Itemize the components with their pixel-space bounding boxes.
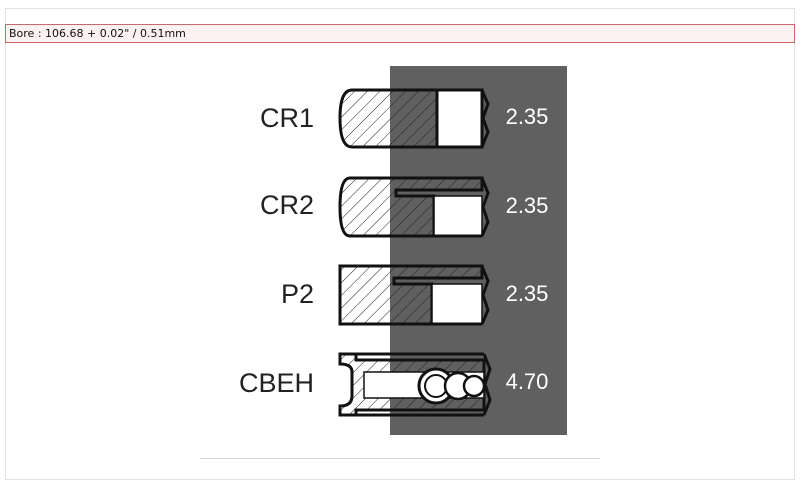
ring-label: CR1 [260, 103, 314, 133]
ring-row-cbeh: CBEH 4.70 [239, 352, 549, 417]
ring-row-cr2: CR2 2.35 [260, 176, 549, 238]
bottom-divider [200, 458, 600, 459]
ring-label: CR2 [260, 190, 314, 220]
ring-profile-cbeh [338, 352, 492, 417]
ring-row-p2: P2 2.35 [281, 264, 549, 326]
ring-profile-cr2 [338, 176, 490, 238]
ring-profile-cr1 [338, 88, 490, 149]
ring-value: 2.35 [506, 104, 549, 129]
ring-profile-p2 [338, 264, 490, 326]
ring-value: 2.35 [506, 281, 549, 306]
ring-value: 4.70 [506, 369, 549, 394]
ring-value: 2.35 [506, 193, 549, 218]
ring-label: CBEH [239, 368, 314, 398]
ring-label: P2 [281, 279, 314, 309]
bore-spec-bar: Bore : 106.68 + 0.02" / 0.51mm [5, 24, 795, 43]
bore-spec-text: Bore : 106.68 + 0.02" / 0.51mm [9, 27, 186, 40]
ring-row-cr1: CR1 2.35 [260, 88, 549, 149]
